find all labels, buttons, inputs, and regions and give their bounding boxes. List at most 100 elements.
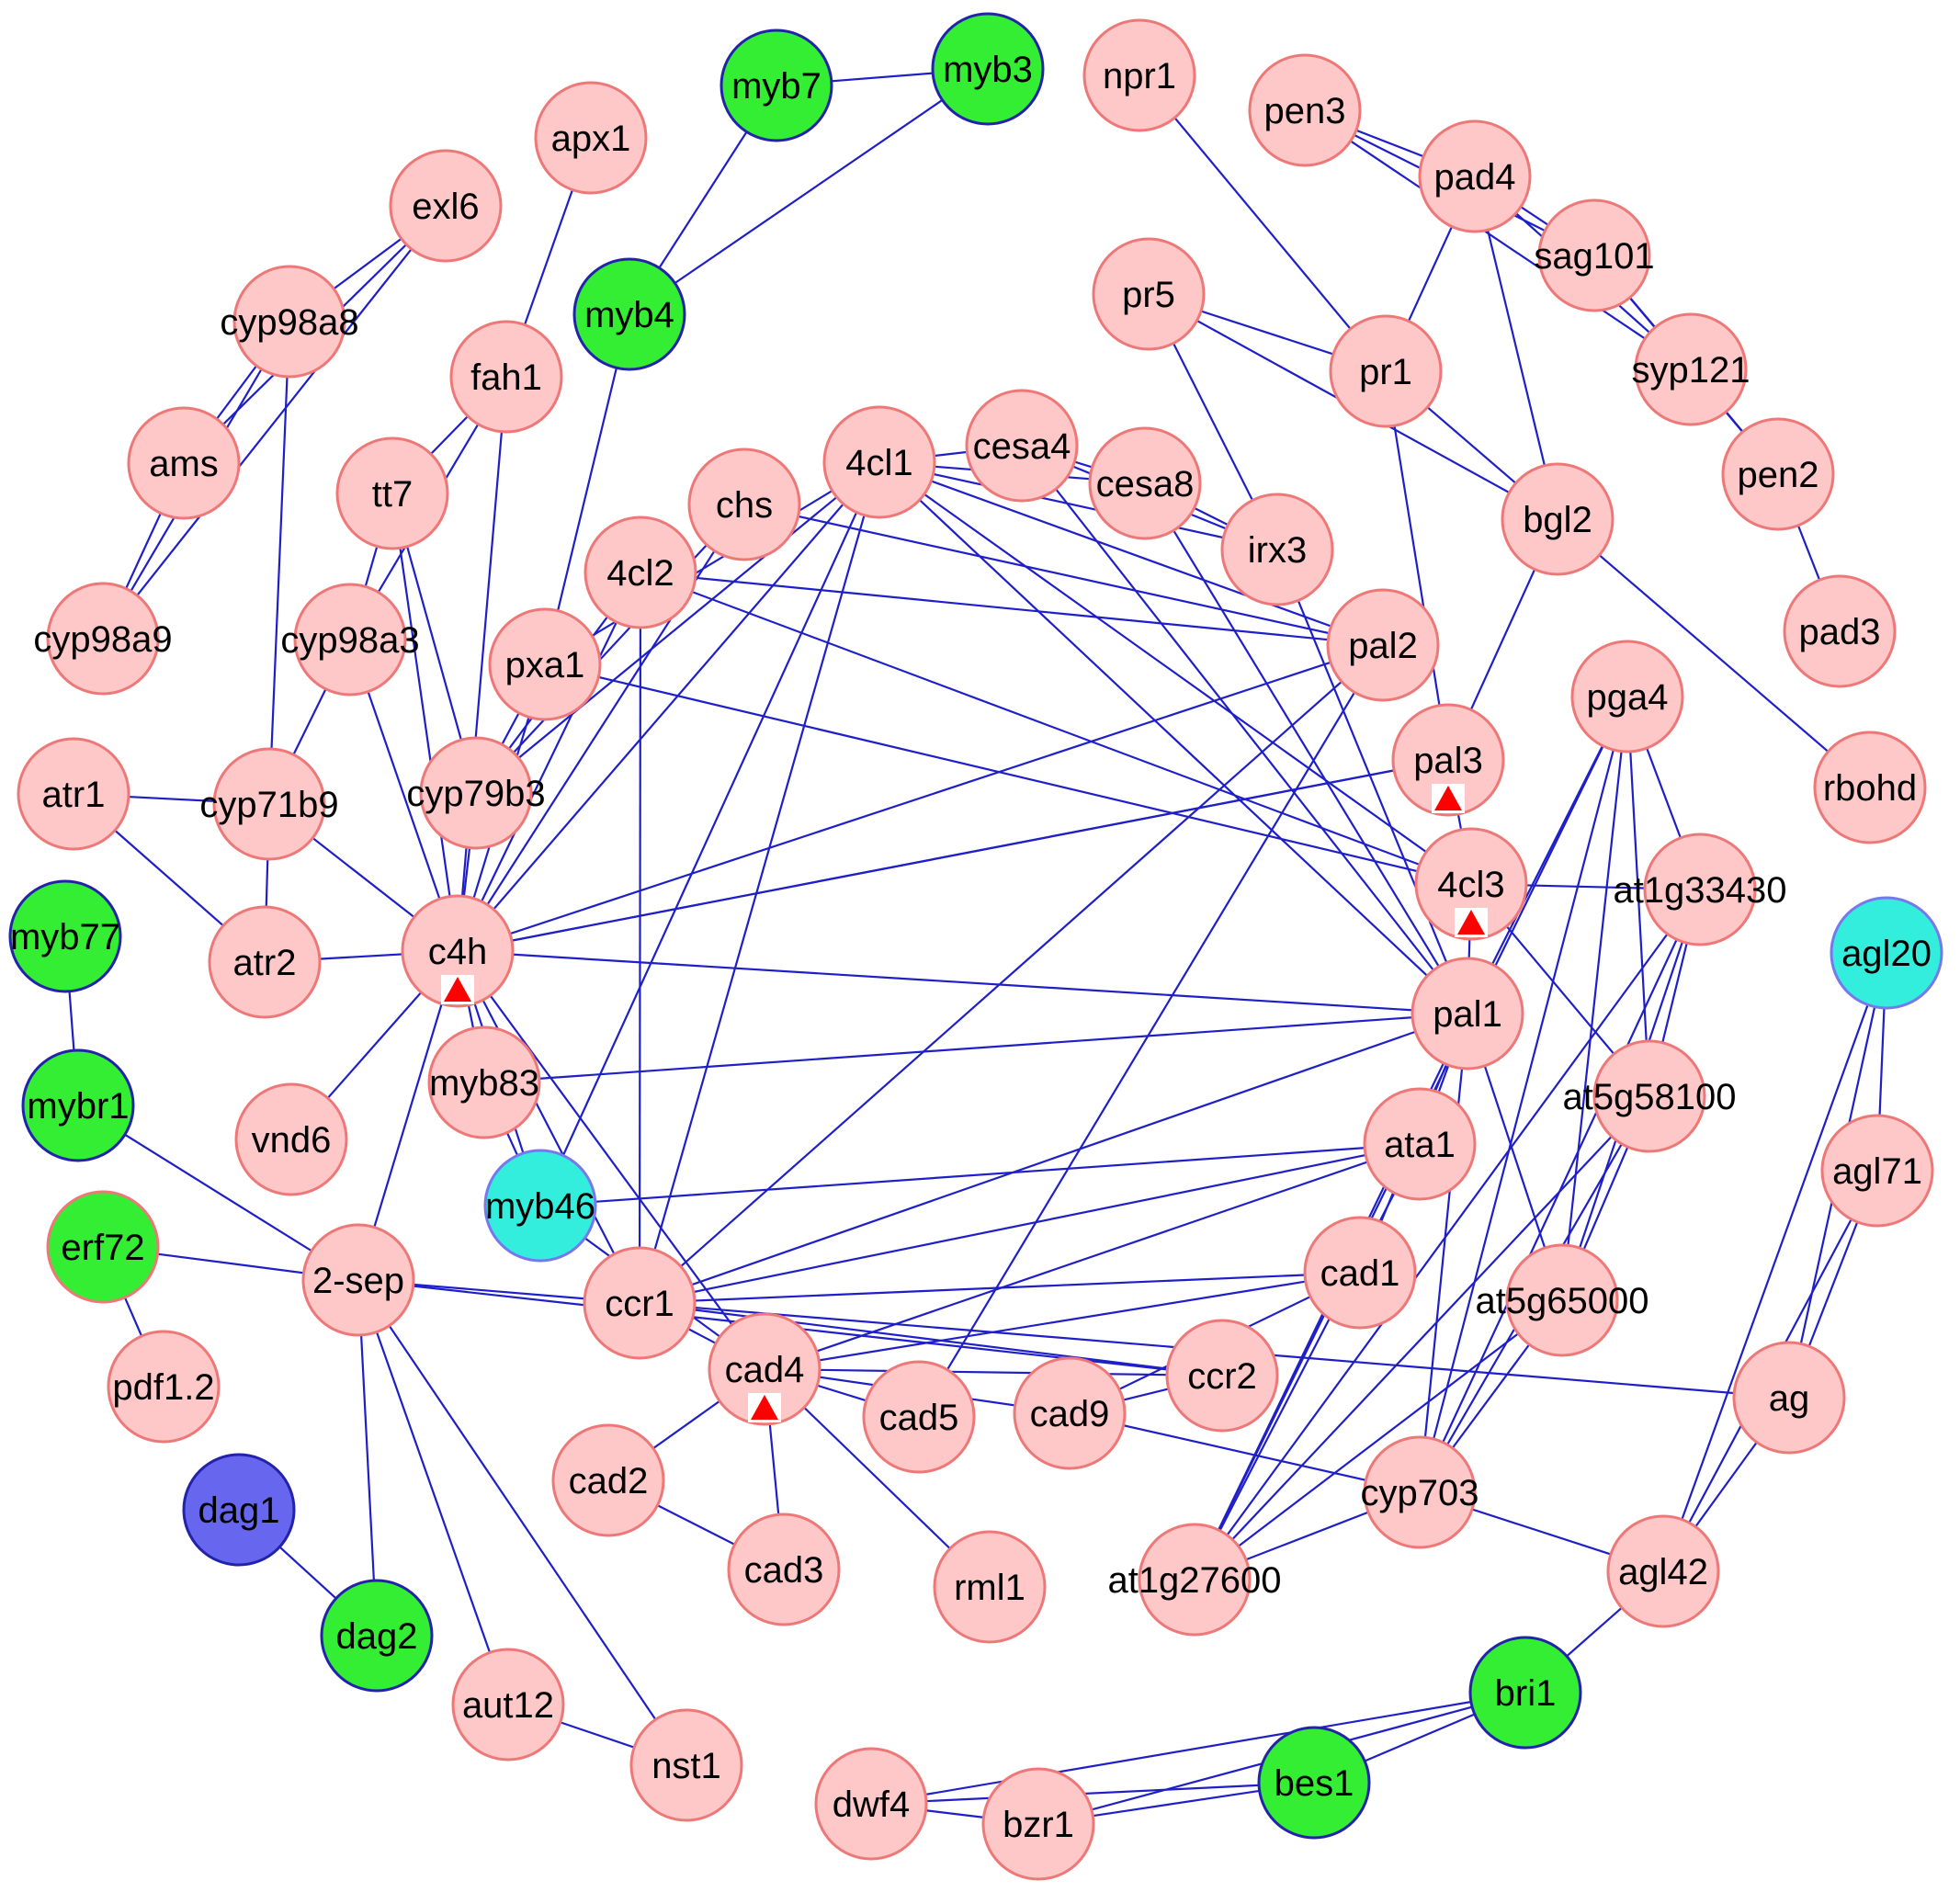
node-dwf4[interactable]: dwf4	[814, 1747, 928, 1861]
node-dag1[interactable]: dag1	[182, 1453, 296, 1567]
edge-cad4-ata1	[764, 1142, 1421, 1371]
node-label: vnd6	[252, 1120, 332, 1161]
node-circle	[1303, 1216, 1417, 1330]
node-pr5[interactable]: pr5	[1092, 237, 1206, 351]
edge-myb3-myb4	[629, 68, 989, 315]
node-bri1[interactable]: bri1	[1468, 1636, 1582, 1750]
node-myb46[interactable]: myb46	[483, 1149, 597, 1263]
node-exl6[interactable]: exl6	[389, 149, 503, 263]
node-syp121[interactable]: syp121	[1632, 312, 1750, 426]
node-label: pal2	[1348, 626, 1418, 666]
node-at5g58100[interactable]: at5g58100	[1562, 1039, 1737, 1153]
node-cyp98a9[interactable]: cyp98a9	[33, 582, 173, 696]
node-atr1[interactable]: atr1	[17, 737, 130, 851]
node-circle	[21, 1048, 135, 1162]
node-pxa1[interactable]: pxa1	[488, 607, 602, 721]
node-myb77[interactable]: myb77	[8, 879, 122, 993]
node-cyp98a3[interactable]: cyp98a3	[280, 583, 420, 697]
edge-pxa1-4cl3	[544, 663, 1472, 886]
node-pen3[interactable]: pen3	[1248, 53, 1362, 167]
node-pad3[interactable]: pad3	[1783, 574, 1897, 688]
node-at5g65000[interactable]: at5g65000	[1475, 1243, 1649, 1357]
node-at1g27600[interactable]: at1g27600	[1107, 1523, 1282, 1637]
node-cyp79b3[interactable]: cyp79b3	[406, 736, 546, 850]
node-ata1[interactable]: ata1	[1363, 1087, 1477, 1201]
node-pen2[interactable]: pen2	[1721, 417, 1835, 531]
node-cad1[interactable]: cad1	[1303, 1216, 1417, 1330]
node-sag101[interactable]: sag101	[1534, 198, 1655, 312]
node-label: pen3	[1264, 91, 1346, 131]
node-myb4[interactable]: myb4	[572, 257, 686, 371]
node-ccr2[interactable]: ccr2	[1165, 1319, 1279, 1433]
node-dag2[interactable]: dag2	[320, 1579, 434, 1693]
node-4cl3[interactable]: 4cl3	[1414, 827, 1528, 941]
node-myb7[interactable]: myb7	[719, 28, 833, 142]
node-circle	[182, 1453, 296, 1567]
node-npr1[interactable]: npr1	[1082, 18, 1196, 132]
node-label: dwf4	[833, 1784, 911, 1825]
node-cyp71b9[interactable]: cyp71b9	[199, 747, 339, 861]
node-bzr1[interactable]: bzr1	[981, 1767, 1095, 1881]
node-label: agl71	[1832, 1151, 1922, 1192]
node-pal3[interactable]: pal3	[1391, 703, 1505, 817]
node-label: cyp98a9	[33, 619, 172, 660]
node-cad9[interactable]: cad9	[1013, 1356, 1127, 1470]
node-rbohd[interactable]: rbohd	[1813, 731, 1927, 844]
node-agl20[interactable]: agl20	[1830, 896, 1943, 1010]
node-pr1[interactable]: pr1	[1329, 314, 1443, 428]
node-bgl2[interactable]: bgl2	[1501, 462, 1614, 576]
node-nst1[interactable]: nst1	[629, 1708, 743, 1822]
node-aut12[interactable]: aut12	[451, 1648, 565, 1762]
node-cad5[interactable]: cad5	[862, 1360, 976, 1474]
node-pdf1-2[interactable]: pdf1.2	[107, 1330, 221, 1444]
node-c4h[interactable]: c4h	[401, 894, 515, 1008]
node-4cl1[interactable]: 4cl1	[822, 405, 936, 519]
node-cesa4[interactable]: cesa4	[965, 389, 1079, 503]
node-mybr1[interactable]: mybr1	[21, 1048, 135, 1162]
node-pad4[interactable]: pad4	[1418, 119, 1532, 233]
node-agl42[interactable]: agl42	[1606, 1514, 1720, 1628]
node-cad3[interactable]: cad3	[727, 1512, 841, 1626]
edge-myb4-pxa1	[543, 313, 631, 665]
node-chs[interactable]: chs	[687, 448, 801, 561]
node-erf72[interactable]: erf72	[46, 1190, 160, 1304]
node-vnd6[interactable]: vnd6	[234, 1082, 348, 1196]
node-cad2[interactable]: cad2	[551, 1423, 665, 1537]
node-cyp703[interactable]: cyp703	[1361, 1435, 1479, 1549]
node-irx3[interactable]: irx3	[1220, 493, 1334, 606]
edge-c4h-pal1	[457, 949, 1468, 1015]
node-4cl2[interactable]: 4cl2	[583, 515, 697, 629]
node-myb83[interactable]: myb83	[427, 1025, 541, 1139]
node-pal1[interactable]: pal1	[1411, 957, 1524, 1071]
node-atr2[interactable]: atr2	[208, 905, 322, 1019]
node-circle	[1329, 314, 1443, 428]
node-circle	[389, 149, 503, 263]
node-rml1[interactable]: rml1	[933, 1530, 1047, 1644]
node-circle	[46, 582, 160, 696]
node-circle	[232, 265, 346, 379]
node-myb3[interactable]: myb3	[931, 12, 1045, 126]
node-tt7[interactable]: tt7	[335, 436, 449, 550]
node-pga4[interactable]: pga4	[1570, 640, 1684, 753]
node-fah1[interactable]: fah1	[449, 320, 563, 434]
node-2-sep[interactable]: 2-sep	[301, 1223, 415, 1337]
node-cyp98a8[interactable]: cyp98a8	[220, 265, 359, 379]
node-agl71[interactable]: agl71	[1820, 1114, 1934, 1228]
node-circle	[451, 1648, 565, 1762]
node-ccr1[interactable]: ccr1	[583, 1246, 697, 1360]
node-ams[interactable]: ams	[127, 406, 241, 520]
node-label: ccr2	[1187, 1356, 1257, 1397]
node-label: pen2	[1738, 455, 1819, 495]
edge-4cl1-irx3	[878, 460, 1278, 551]
node-bes1[interactable]: bes1	[1257, 1726, 1371, 1840]
node-label: aut12	[462, 1685, 554, 1726]
node-cad4[interactable]: cad4	[708, 1312, 821, 1426]
node-pal2[interactable]: pal2	[1326, 588, 1440, 702]
node-label: at1g33430	[1613, 870, 1786, 911]
node-ag[interactable]: ag	[1732, 1341, 1846, 1455]
node-apx1[interactable]: apx1	[534, 81, 648, 195]
node-cesa8[interactable]: cesa8	[1088, 426, 1202, 540]
node-label: cyp79b3	[406, 774, 545, 814]
node-at1g33430[interactable]: at1g33430	[1613, 833, 1787, 946]
node-label: cesa8	[1096, 464, 1195, 504]
